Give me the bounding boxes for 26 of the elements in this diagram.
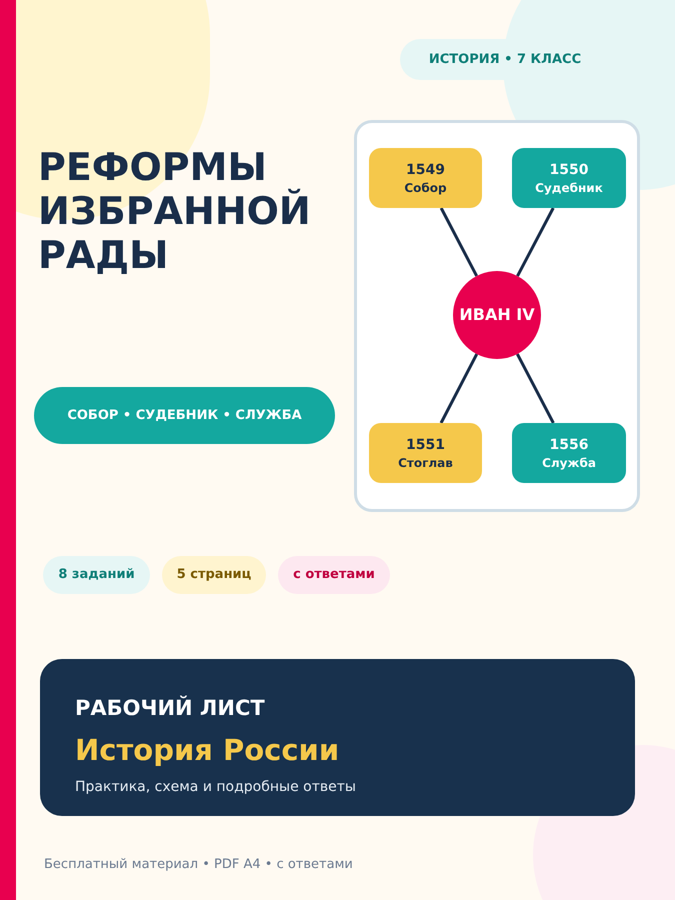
- year-label: 1556: [550, 438, 588, 452]
- event-box: [369, 423, 482, 483]
- year-label: 1550: [550, 162, 588, 176]
- year-label: 1551: [406, 438, 445, 452]
- event-box: [369, 148, 482, 208]
- event-label: Стоглав: [398, 456, 453, 468]
- connector-line: [516, 207, 555, 277]
- banner-description: Практика, схема и подробные ответы: [75, 778, 356, 797]
- connector-line: [440, 207, 478, 277]
- tasks-badge: 8 заданий: [43, 556, 150, 594]
- answers-badge: с ответами: [278, 556, 390, 594]
- topics-banner: СОБОР • СУДЕБНИК • СЛУЖБА: [34, 387, 335, 444]
- event-label: Судебник: [535, 182, 603, 194]
- node-label: ИВАН IV: [459, 304, 535, 326]
- title: РЕФОРМЫ ИЗБРАННОЙ РАДЫ: [38, 145, 312, 277]
- year-label: 1549: [406, 162, 445, 176]
- connector-line: [440, 353, 478, 424]
- event-box: [512, 423, 626, 483]
- event-box: [512, 148, 626, 208]
- pages-badge: 5 страниц: [162, 556, 266, 594]
- banner-heading: РАБОЧИЙ ЛИСТ: [75, 694, 265, 722]
- connector-line: [516, 353, 555, 424]
- event-label: Служба: [542, 456, 596, 468]
- event-label: Собор: [404, 182, 447, 194]
- banner-subject: История России: [75, 732, 340, 769]
- footer-note: Бесплатный материал • PDF A4 • с ответами: [44, 856, 353, 874]
